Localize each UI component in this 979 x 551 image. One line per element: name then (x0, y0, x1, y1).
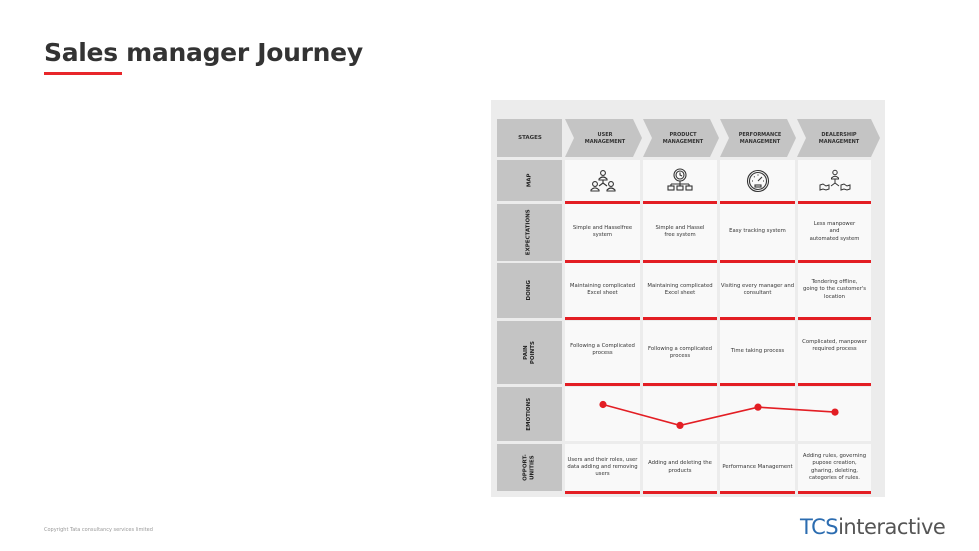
map-cell-product (643, 160, 717, 204)
row-label-doing: DOING (497, 263, 562, 318)
stage-user-management: USER MANAGEMENT (584, 132, 626, 145)
stage-dealership-management: DEALERSHIP MANAGEMENT (818, 132, 860, 145)
expectations-cell: Simple and Hassel free system (643, 204, 717, 263)
expectations-cell: Easy tracking system (720, 204, 795, 263)
journey-map-panel: STAGES USER MANAGEMENT PRODUCT MANAGEMEN… (491, 100, 885, 497)
tcs-interactive-logo: TCSinteractive (800, 515, 946, 539)
pain-point-cell: Time taking process (720, 321, 795, 386)
logo-suffix: interactive (838, 515, 946, 539)
user-hierarchy-icon (589, 169, 616, 192)
stages-label: STAGES (518, 135, 542, 141)
map-cell-user (565, 160, 640, 204)
title-underline (44, 72, 122, 75)
pain-point-cell: Following a complicated process (643, 321, 717, 386)
emotion-cell (565, 387, 640, 441)
row-label-opportunities: OPPORT- UNITIES (497, 444, 562, 491)
emotion-point (754, 403, 762, 411)
doing-cell: Tendering offline, going to the customer… (798, 263, 871, 320)
doing-cell: Maintaining complicated Excel sheet (565, 263, 640, 320)
expectations-cell: Less manpower and automated system (798, 204, 871, 263)
opportunity-cell: Adding and deleting the products (643, 444, 717, 494)
emotion-line-chart (599, 400, 839, 429)
map-cell-dealership (798, 160, 871, 204)
clock-network-icon (667, 167, 693, 191)
doing-cell: Visiting every manager and consultant (720, 263, 795, 320)
emotion-cell (643, 387, 717, 441)
map-cell-performance (720, 160, 795, 204)
row-label-map: MAP (497, 160, 562, 201)
handshake-icon (819, 169, 850, 191)
pain-point-cell: Following a Complicated process (565, 321, 640, 386)
row-label-expectations: EXPECTATIONS (497, 204, 562, 261)
expectations-cell: Simple and Hasselfree system (565, 204, 640, 263)
pain-point-cell: Complicated, manpower required process (798, 321, 871, 386)
row-label-pain-points: PAIN POINTS (497, 321, 562, 384)
stage-performance-management: PERFORMANCE MANAGEMENT (738, 132, 782, 145)
speedometer-icon (746, 169, 769, 192)
opportunity-cell: Users and their roles, user data adding … (565, 444, 640, 494)
emotion-point (599, 400, 607, 409)
emotion-point (831, 408, 839, 416)
logo-brand: TCS (800, 515, 839, 539)
doing-cell: Maintaining complicated Excel sheet (643, 263, 717, 320)
page-title: Sales manager Journey (44, 38, 363, 67)
opportunity-cell: Adding rules, governing pupose creation,… (798, 444, 871, 494)
row-label-emotions: EMOTIONS (497, 387, 562, 441)
emotion-point (676, 421, 684, 429)
stage-product-management: PRODUCT MANAGEMENT (662, 132, 704, 145)
stages-chevron-row (497, 119, 880, 157)
emotion-cell (720, 387, 795, 441)
opportunity-cell: Performance Management (720, 444, 795, 494)
copyright-text: Copyright Tata consultancy services limi… (44, 527, 153, 533)
